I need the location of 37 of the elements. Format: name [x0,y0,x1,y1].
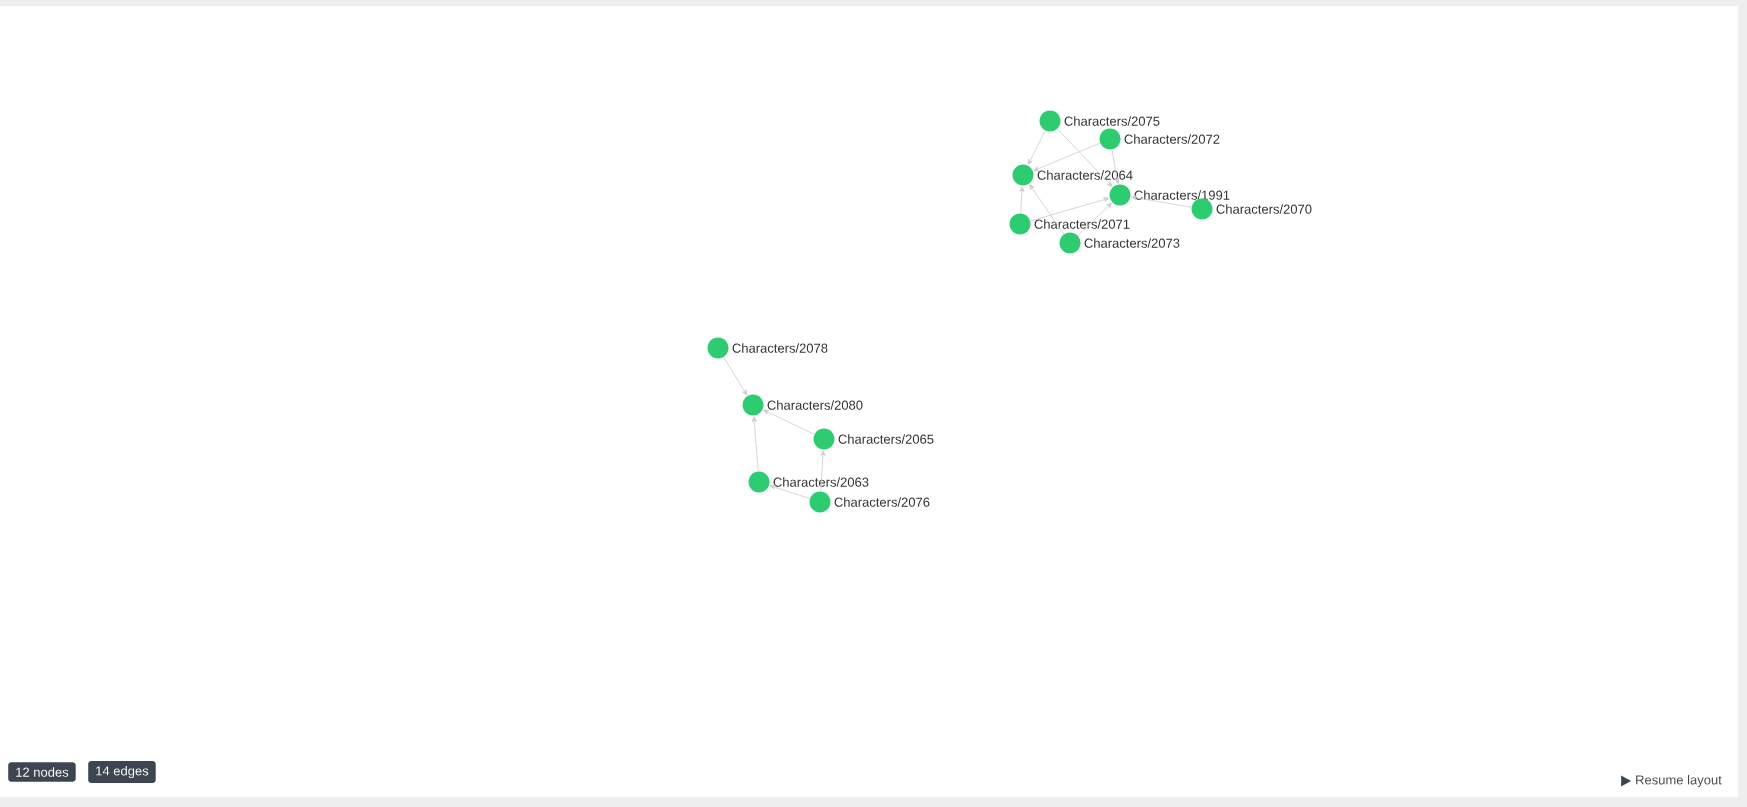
node-label: Characters/2076 [834,497,930,507]
arrow [1111,149,1120,184]
arrow [769,484,811,500]
arrow [763,409,815,435]
node-label: Characters/2063 [773,477,869,487]
node-label: Characters/2075 [1064,116,1160,126]
graph-node: Characters/2071 [1009,213,1130,235]
graph-node: Characters/2076 [809,491,930,513]
graph-node: Characters/2063 [748,471,869,493]
node-label: Characters/2070 [1216,204,1312,214]
node-label: Characters/2073 [1084,238,1180,248]
arrow [751,416,759,472]
graph-node: Characters/2065 [813,428,934,450]
arrow [1029,184,1065,235]
node-label: Characters/2071 [1034,219,1130,229]
arrow [1027,130,1046,165]
arrow [1077,202,1112,236]
graph-node: Characters/2073 [1059,232,1180,254]
node-label: Characters/2078 [732,343,828,353]
counter-badge: 14 edges [88,760,156,784]
arrow [723,356,748,396]
node-label: Characters/2064 [1037,170,1133,180]
graph-node: Characters/2064 [1012,164,1133,186]
node-label: Characters/1991 [1134,190,1230,200]
arrow [1033,142,1101,171]
arrow [1131,195,1192,208]
graph-node: Characters/2078 [707,337,828,359]
counter-badge: 12 nodes [8,762,76,782]
resume-layout-button: Resume layout [1621,774,1722,788]
arrow [820,450,826,492]
arrow [1029,197,1110,222]
arrow [1019,186,1025,214]
arrow [1056,128,1113,187]
node-label: Characters/2080 [767,400,863,410]
graph-node: Characters/2080 [742,394,863,416]
node-label: Characters/2072 [1124,134,1220,144]
node-label: Characters/2065 [838,434,934,444]
